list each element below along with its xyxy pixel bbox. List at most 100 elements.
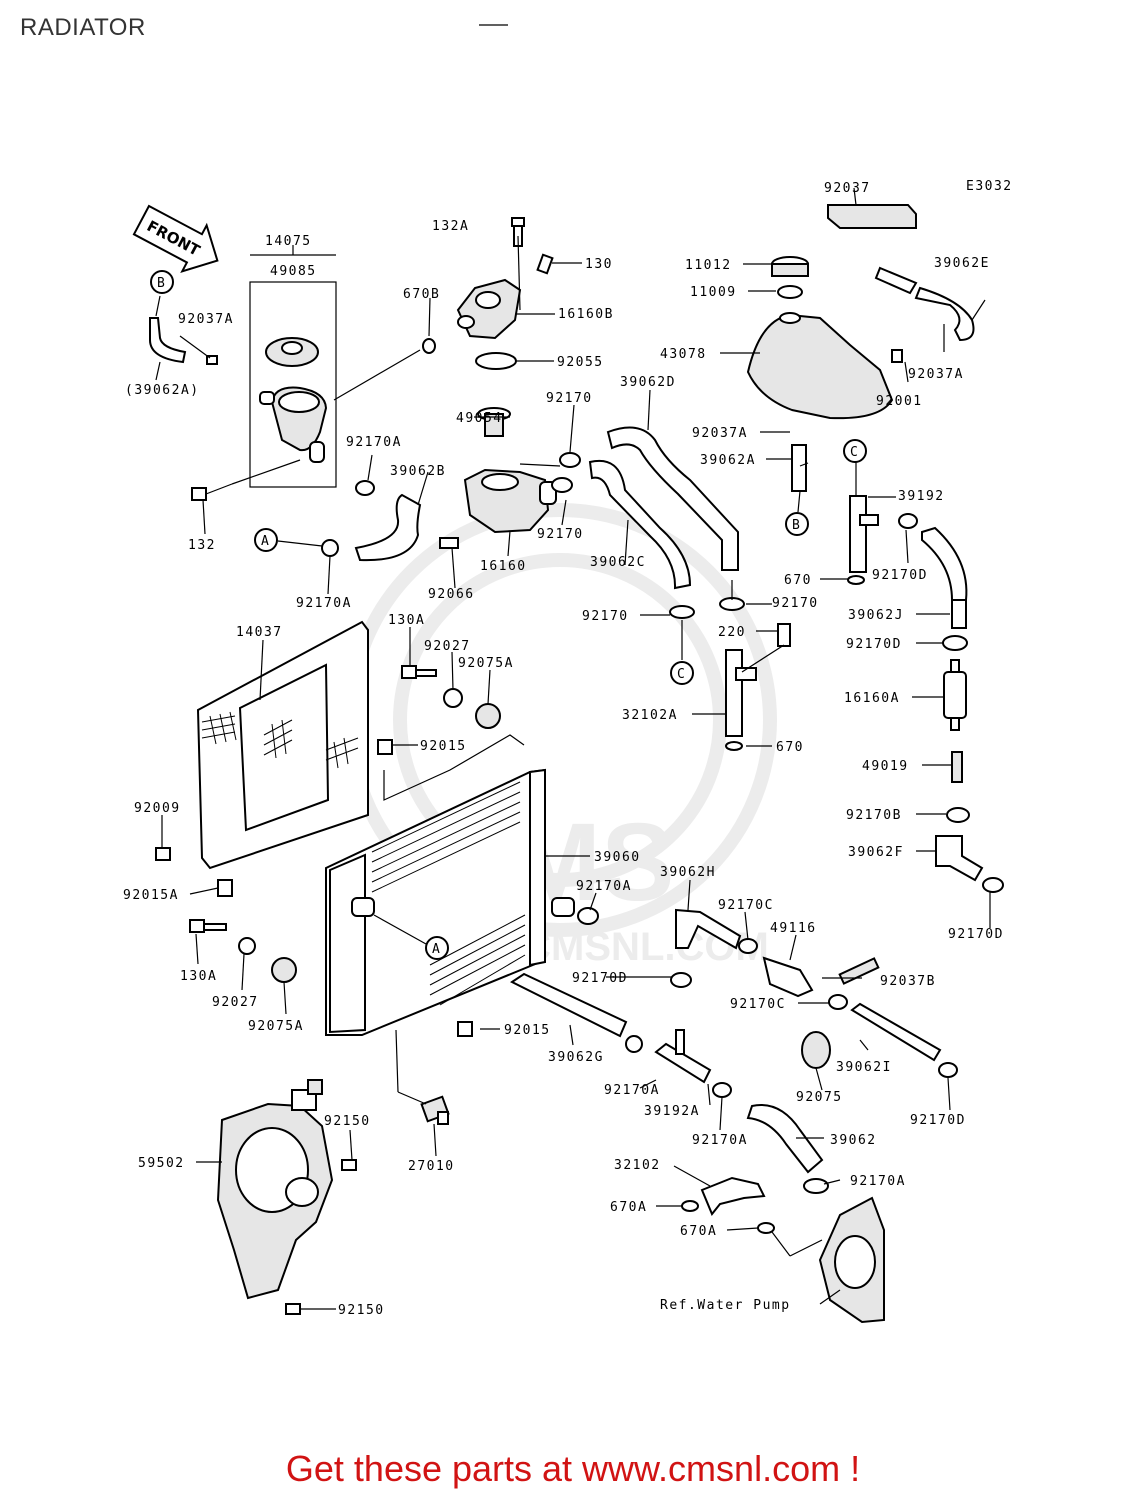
- label-92170a-1: 92170A: [346, 435, 402, 450]
- clip-92015-2-icon: [457, 1021, 473, 1037]
- label-92170b: 92170B: [846, 808, 902, 823]
- label-59502: 59502: [138, 1156, 185, 1171]
- clamp-92170-icon: [559, 452, 581, 468]
- bolt-92150-2-icon: [285, 1303, 301, 1315]
- label-92170a-2: 92170A: [296, 596, 352, 611]
- label-14075: 14075: [265, 234, 312, 249]
- bolt-220-icon: [777, 623, 791, 647]
- diagram-code: E3032: [966, 179, 1013, 194]
- radiator-cap-icon: [265, 337, 319, 367]
- clip-92037b-icon: [838, 957, 880, 985]
- label-16160: 16160: [480, 559, 527, 574]
- label-49085: 49085: [270, 264, 317, 279]
- clamp-92170d-4-icon: [938, 1062, 958, 1078]
- label-92015-1: 92015: [420, 739, 467, 754]
- label-92170d-3: 92170D: [948, 927, 1004, 942]
- clip-92015a-icon: [217, 879, 233, 897]
- label-92075a-1: 92075A: [458, 656, 514, 671]
- ref-a-1: A: [261, 534, 269, 549]
- label-92170a-6: 92170A: [850, 1174, 906, 1189]
- bolt-130a-2-icon: [189, 919, 205, 933]
- footer-cta-link[interactable]: Get these parts at www.cmsnl.com !: [285, 1448, 861, 1489]
- bolt-130-icon: [536, 253, 554, 275]
- label-132a: 132A: [432, 219, 469, 234]
- label-670a-1: 670A: [610, 1200, 647, 1215]
- label-220: 220: [718, 625, 746, 640]
- label-92170d-1: 92170D: [872, 568, 928, 583]
- label-49054: 49054: [456, 411, 503, 426]
- clamp-92170d-icon: [898, 513, 918, 529]
- label-39062c: 39062C: [590, 555, 646, 570]
- temp-sensor-92066-icon: [439, 537, 459, 549]
- hose-39062f-icon: [935, 835, 984, 882]
- hose-39062a-right-icon: [791, 444, 807, 492]
- clamp-92170-c-icon: [669, 605, 695, 619]
- bolt-92150-icon: [341, 1159, 357, 1171]
- hose-39062g-icon: [510, 972, 628, 1038]
- label-39062b: 39062B: [390, 464, 446, 479]
- radiator-core-icon: [325, 768, 575, 1036]
- label-16160b: 16160B: [558, 307, 614, 322]
- grommet-92075a-2-icon: [271, 957, 297, 983]
- radiator-cover-icon: [196, 620, 369, 870]
- label-16160a: 16160A: [844, 691, 900, 706]
- bolt-132-icon: [191, 483, 233, 501]
- o-ring-670-icon: [847, 575, 865, 585]
- label-92170-3: 92170: [582, 609, 629, 624]
- clamp-92170a-2-icon: [321, 539, 339, 557]
- bolt-92001-icon: [891, 349, 903, 363]
- hose-39062e-icon: [914, 286, 975, 342]
- label-92066: 92066: [428, 587, 475, 602]
- ref-circles: B A C B C A: [150, 270, 867, 960]
- bolt-92009-icon: [155, 847, 171, 861]
- label-130a-2: 130A: [180, 969, 217, 984]
- hose-39062b-icon: [354, 493, 422, 562]
- clamp-92170c-2-icon: [828, 994, 848, 1010]
- label-ref-water-pump: Ref.Water Pump: [660, 1298, 791, 1313]
- o-ring-670b-icon: [422, 338, 436, 354]
- clamp-92170c-icon: [738, 938, 758, 954]
- filter-16160a-icon: [943, 659, 967, 731]
- clamp-92170-b-icon: [551, 477, 573, 493]
- label-92037b: 92037B: [880, 974, 936, 989]
- label-130a-1: 130A: [388, 613, 425, 628]
- thermostat-housing-icon: [439, 468, 557, 549]
- label-14037: 14037: [236, 625, 283, 640]
- label-92170d-4: 92170D: [572, 971, 628, 986]
- pipe-39192-icon: [847, 495, 879, 585]
- o-ring-92055-icon: [475, 352, 517, 370]
- label-92009: 92009: [134, 801, 181, 816]
- clip-92037-icon: [827, 204, 917, 229]
- label-39062a-b: 39062A: [700, 453, 756, 468]
- label-39062a: (39062A): [125, 383, 200, 398]
- label-11009: 11009: [690, 285, 737, 300]
- thermostat-cover-icon: [456, 278, 522, 340]
- bolt-130a-icon: [401, 665, 417, 679]
- label-92001: 92001: [876, 394, 923, 409]
- label-670-2: 670: [776, 740, 804, 755]
- label-32102: 32102: [614, 1158, 661, 1173]
- label-92170a-4: 92170A: [604, 1083, 660, 1098]
- label-92170-4: 92170: [772, 596, 819, 611]
- label-92170a-3: 92170A: [576, 879, 632, 894]
- hose-39062e-a-icon: [874, 266, 918, 295]
- label-39062j: 39062J: [848, 608, 904, 623]
- hose-39062j-icon: [921, 526, 968, 601]
- label-92170c-1: 92170C: [718, 898, 774, 913]
- fan-switch-icon: [420, 1095, 450, 1125]
- label-92027-1: 92027: [424, 639, 471, 654]
- ref-a-2: A: [432, 942, 440, 957]
- label-39060: 39060: [594, 850, 641, 865]
- clamp-92170d-2-icon: [942, 635, 968, 651]
- clamp-92170a-3-icon: [577, 907, 599, 925]
- label-49116: 49116: [770, 921, 817, 936]
- clip-92015-icon: [377, 739, 393, 755]
- ref-b-1: B: [157, 276, 165, 291]
- clamp-92170d-3-icon: [982, 877, 1004, 893]
- ref-b-2: B: [792, 518, 800, 533]
- label-670-1: 670: [784, 573, 812, 588]
- grommet-92075-icon: [801, 1031, 831, 1069]
- label-92170a-5: 92170A: [692, 1133, 748, 1148]
- page-title: RADIATOR: [20, 14, 146, 41]
- hose-39062c-icon: [588, 459, 692, 590]
